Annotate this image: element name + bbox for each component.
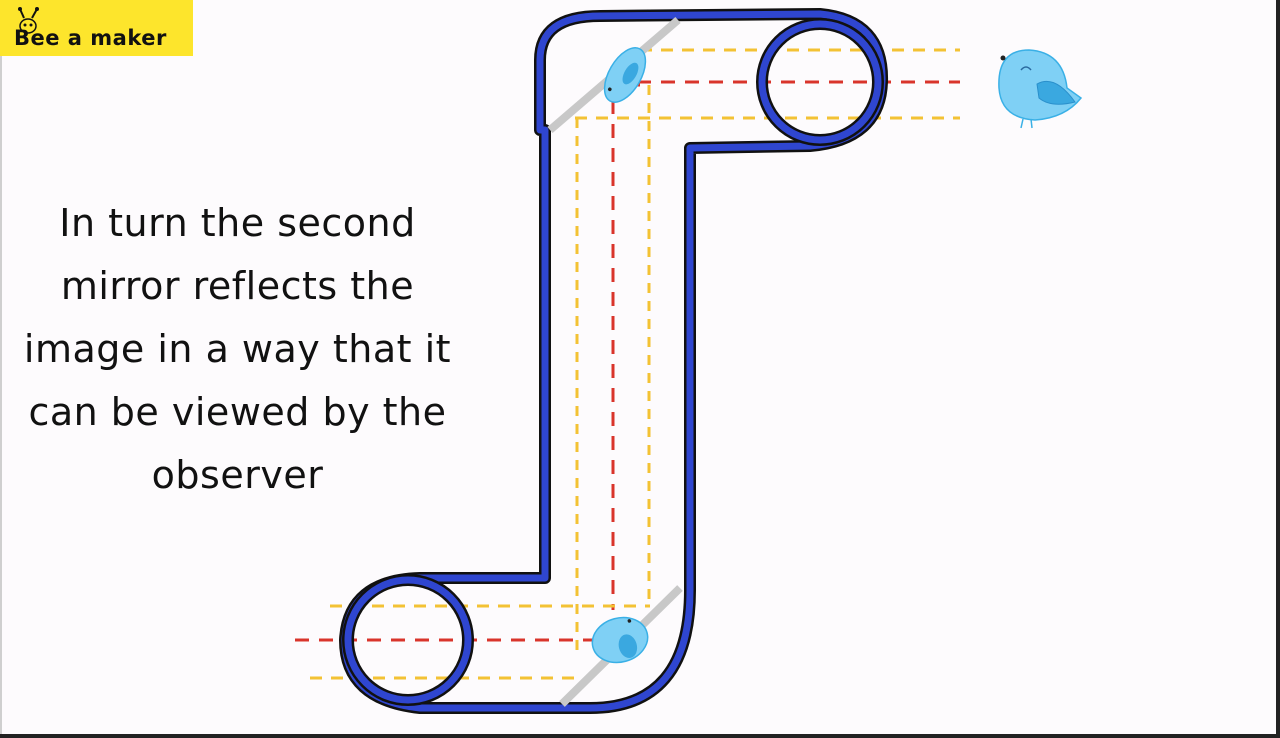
periscope-tube: [339, 8, 889, 714]
bird-reflection-top: [603, 47, 647, 103]
bird-object: [998, 49, 1083, 129]
caption-text: In turn the second mirror reflects the i…: [0, 192, 475, 507]
caption-line: can be viewed by the: [28, 390, 447, 434]
bottom-lens: [342, 574, 474, 706]
logo-text: Bee a maker: [14, 26, 167, 50]
caption-line: image in a way that it: [23, 327, 452, 371]
frame-bottom-edge: [0, 734, 1280, 738]
bird-reflection-bottom: [591, 616, 649, 664]
frame-left-edge: [0, 0, 2, 738]
caption-line: In turn the second: [59, 201, 416, 245]
logo-badge: Bee a maker: [0, 0, 193, 56]
caption-line: observer: [151, 453, 324, 497]
top-lens: [756, 18, 884, 146]
caption-line: mirror reflects the: [60, 264, 415, 308]
frame-right-edge: [1276, 0, 1280, 738]
bee-icon: [18, 7, 39, 34]
